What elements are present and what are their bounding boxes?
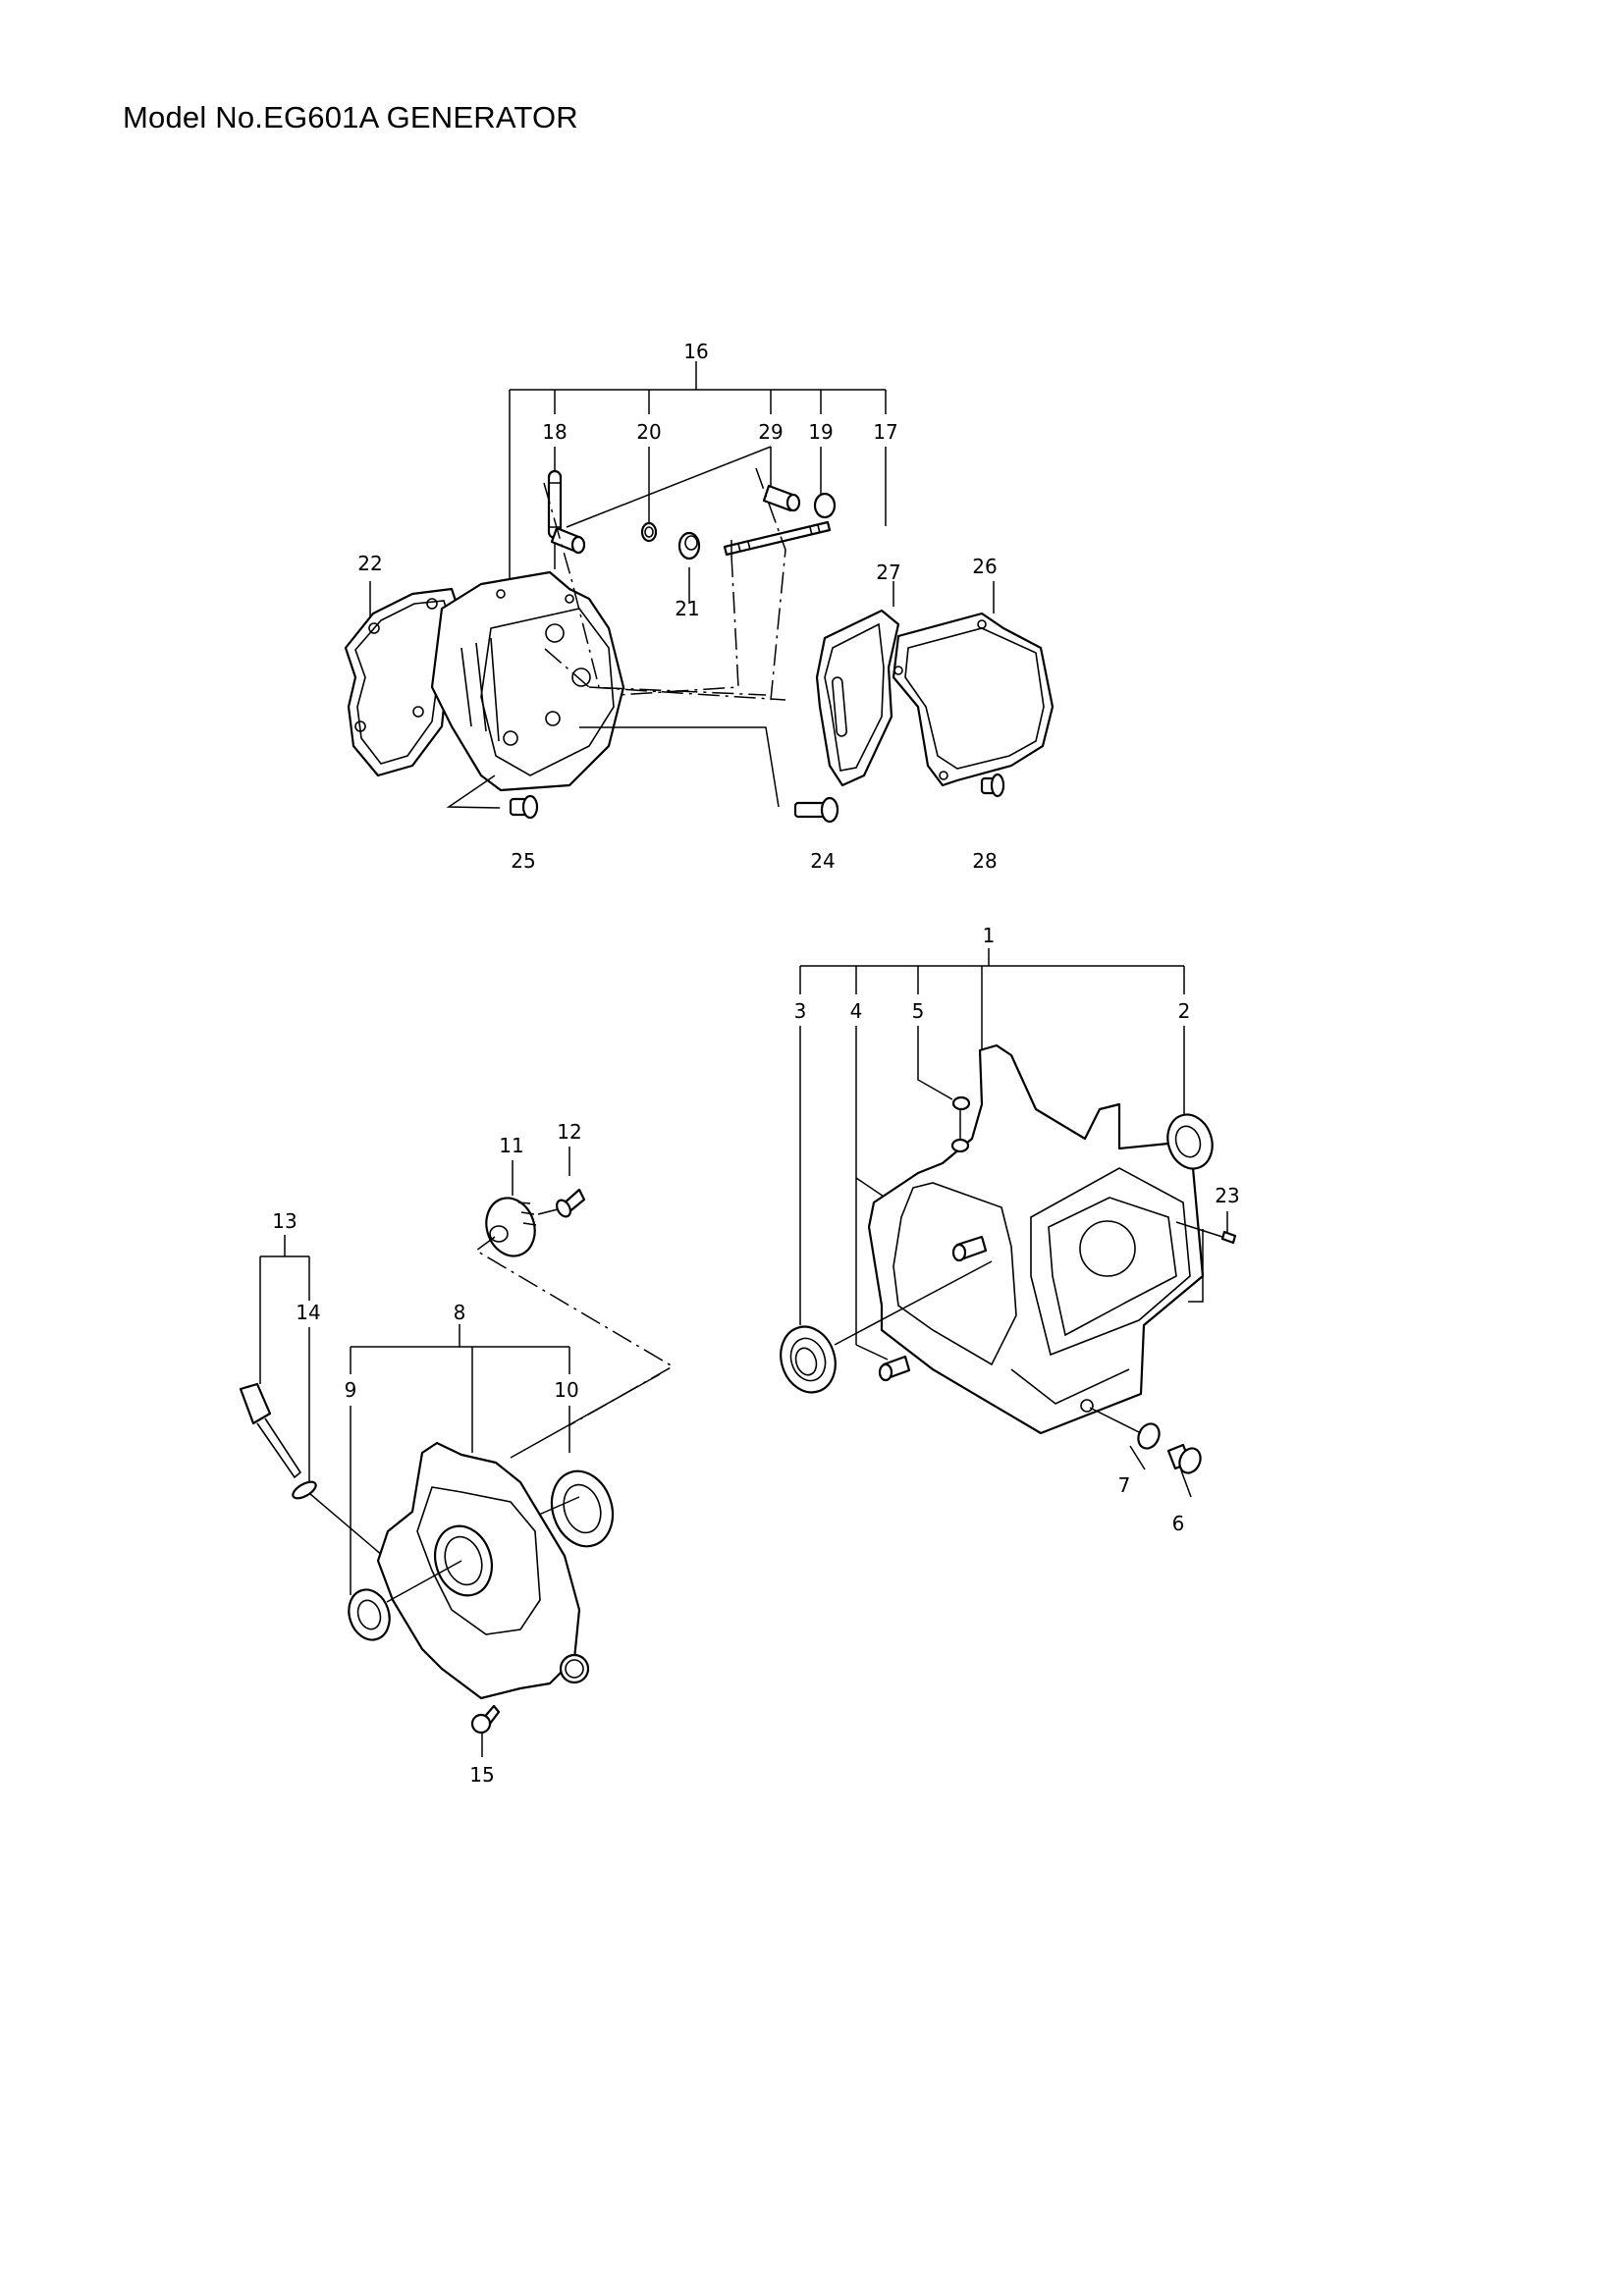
- callout-13: 13: [272, 1209, 298, 1233]
- cylinder-head-part: [430, 570, 625, 792]
- nut-19-part: [813, 492, 837, 519]
- callout-22: 22: [357, 552, 383, 575]
- crankcase-body-part: [867, 1043, 1205, 1435]
- long-stud-17-part: [723, 520, 832, 557]
- callout-1: 1: [982, 924, 996, 947]
- page-title: Model No.EG601A GENERATOR: [123, 100, 578, 134]
- callout-29: 29: [758, 420, 784, 444]
- callout-21: 21: [675, 597, 700, 620]
- dowel-pin-4-part: [878, 1235, 988, 1382]
- crankcase-group: [780, 948, 1237, 1498]
- cylinder-head-group: [344, 361, 1055, 824]
- callout-3: 3: [793, 999, 807, 1023]
- dowel-5-part: [950, 1095, 971, 1153]
- o-ring-20-part: [640, 521, 658, 543]
- valve-cover-26-part: [892, 612, 1055, 787]
- callout-7: 7: [1117, 1473, 1131, 1497]
- callout-23: 23: [1215, 1184, 1240, 1207]
- callout-6: 6: [1171, 1512, 1185, 1535]
- head-gasket-22-part: [344, 587, 463, 777]
- bushing-29-left-part: [550, 526, 586, 555]
- callout-10: 10: [554, 1378, 579, 1402]
- callout-20: 20: [636, 420, 662, 444]
- callout-9: 9: [344, 1378, 357, 1402]
- callout-8: 8: [453, 1301, 466, 1324]
- callout-18: 18: [542, 420, 568, 444]
- o-ring-14-part: [292, 1480, 317, 1500]
- callout-4: 4: [849, 999, 863, 1023]
- bolt-28-part: [980, 773, 1005, 798]
- callout-15: 15: [469, 1763, 495, 1787]
- callout-16: 16: [683, 340, 709, 363]
- callout-2: 2: [1177, 999, 1191, 1023]
- washer-7-part: [1089, 1407, 1161, 1450]
- valve-cover-gasket-27-part: [815, 609, 900, 787]
- callout-27: 27: [876, 561, 901, 584]
- oil-seal-9-part: [348, 1588, 391, 1641]
- callout-12: 12: [557, 1120, 582, 1144]
- oil-seal-2-part: [1166, 1113, 1214, 1170]
- oil-seal-10-part: [550, 1469, 615, 1548]
- valve-cap-21-part: [677, 531, 701, 561]
- callout-5: 5: [911, 999, 925, 1023]
- oil-seal-3-part: [780, 1325, 837, 1394]
- callout-11: 11: [499, 1134, 524, 1157]
- drain-plug-6-part: [1166, 1443, 1202, 1474]
- gear-shaft-12-part: [556, 1188, 586, 1218]
- callout-24: 24: [810, 849, 836, 873]
- crankcase-cover-group: [239, 1147, 675, 1757]
- bolt-24-part: [793, 796, 839, 824]
- callout-25: 25: [511, 849, 536, 873]
- callout-28: 28: [972, 849, 998, 873]
- callout-17: 17: [873, 420, 898, 444]
- bolt-25-part: [509, 794, 539, 820]
- callout-19: 19: [808, 420, 834, 444]
- callout-26: 26: [972, 555, 998, 578]
- bolt-15-part: [470, 1704, 501, 1757]
- crankcase-cover-8-part: [376, 1441, 590, 1700]
- pin-23-part: [1220, 1230, 1237, 1245]
- oil-filler-cap-13-part: [239, 1382, 302, 1479]
- callout-14: 14: [296, 1301, 321, 1324]
- governor-gear-11-part: [485, 1197, 537, 1257]
